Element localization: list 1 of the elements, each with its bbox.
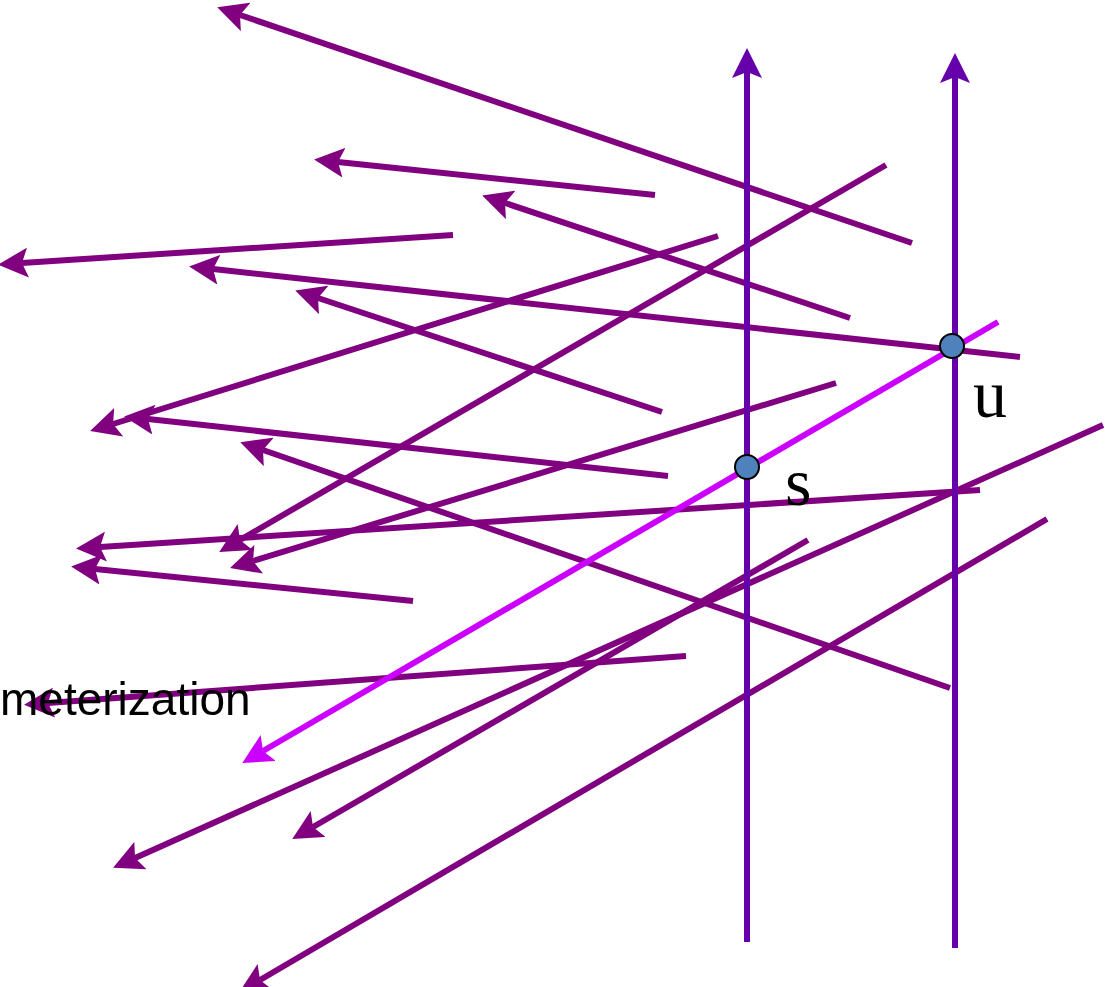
axis-label: u [973,360,1007,428]
